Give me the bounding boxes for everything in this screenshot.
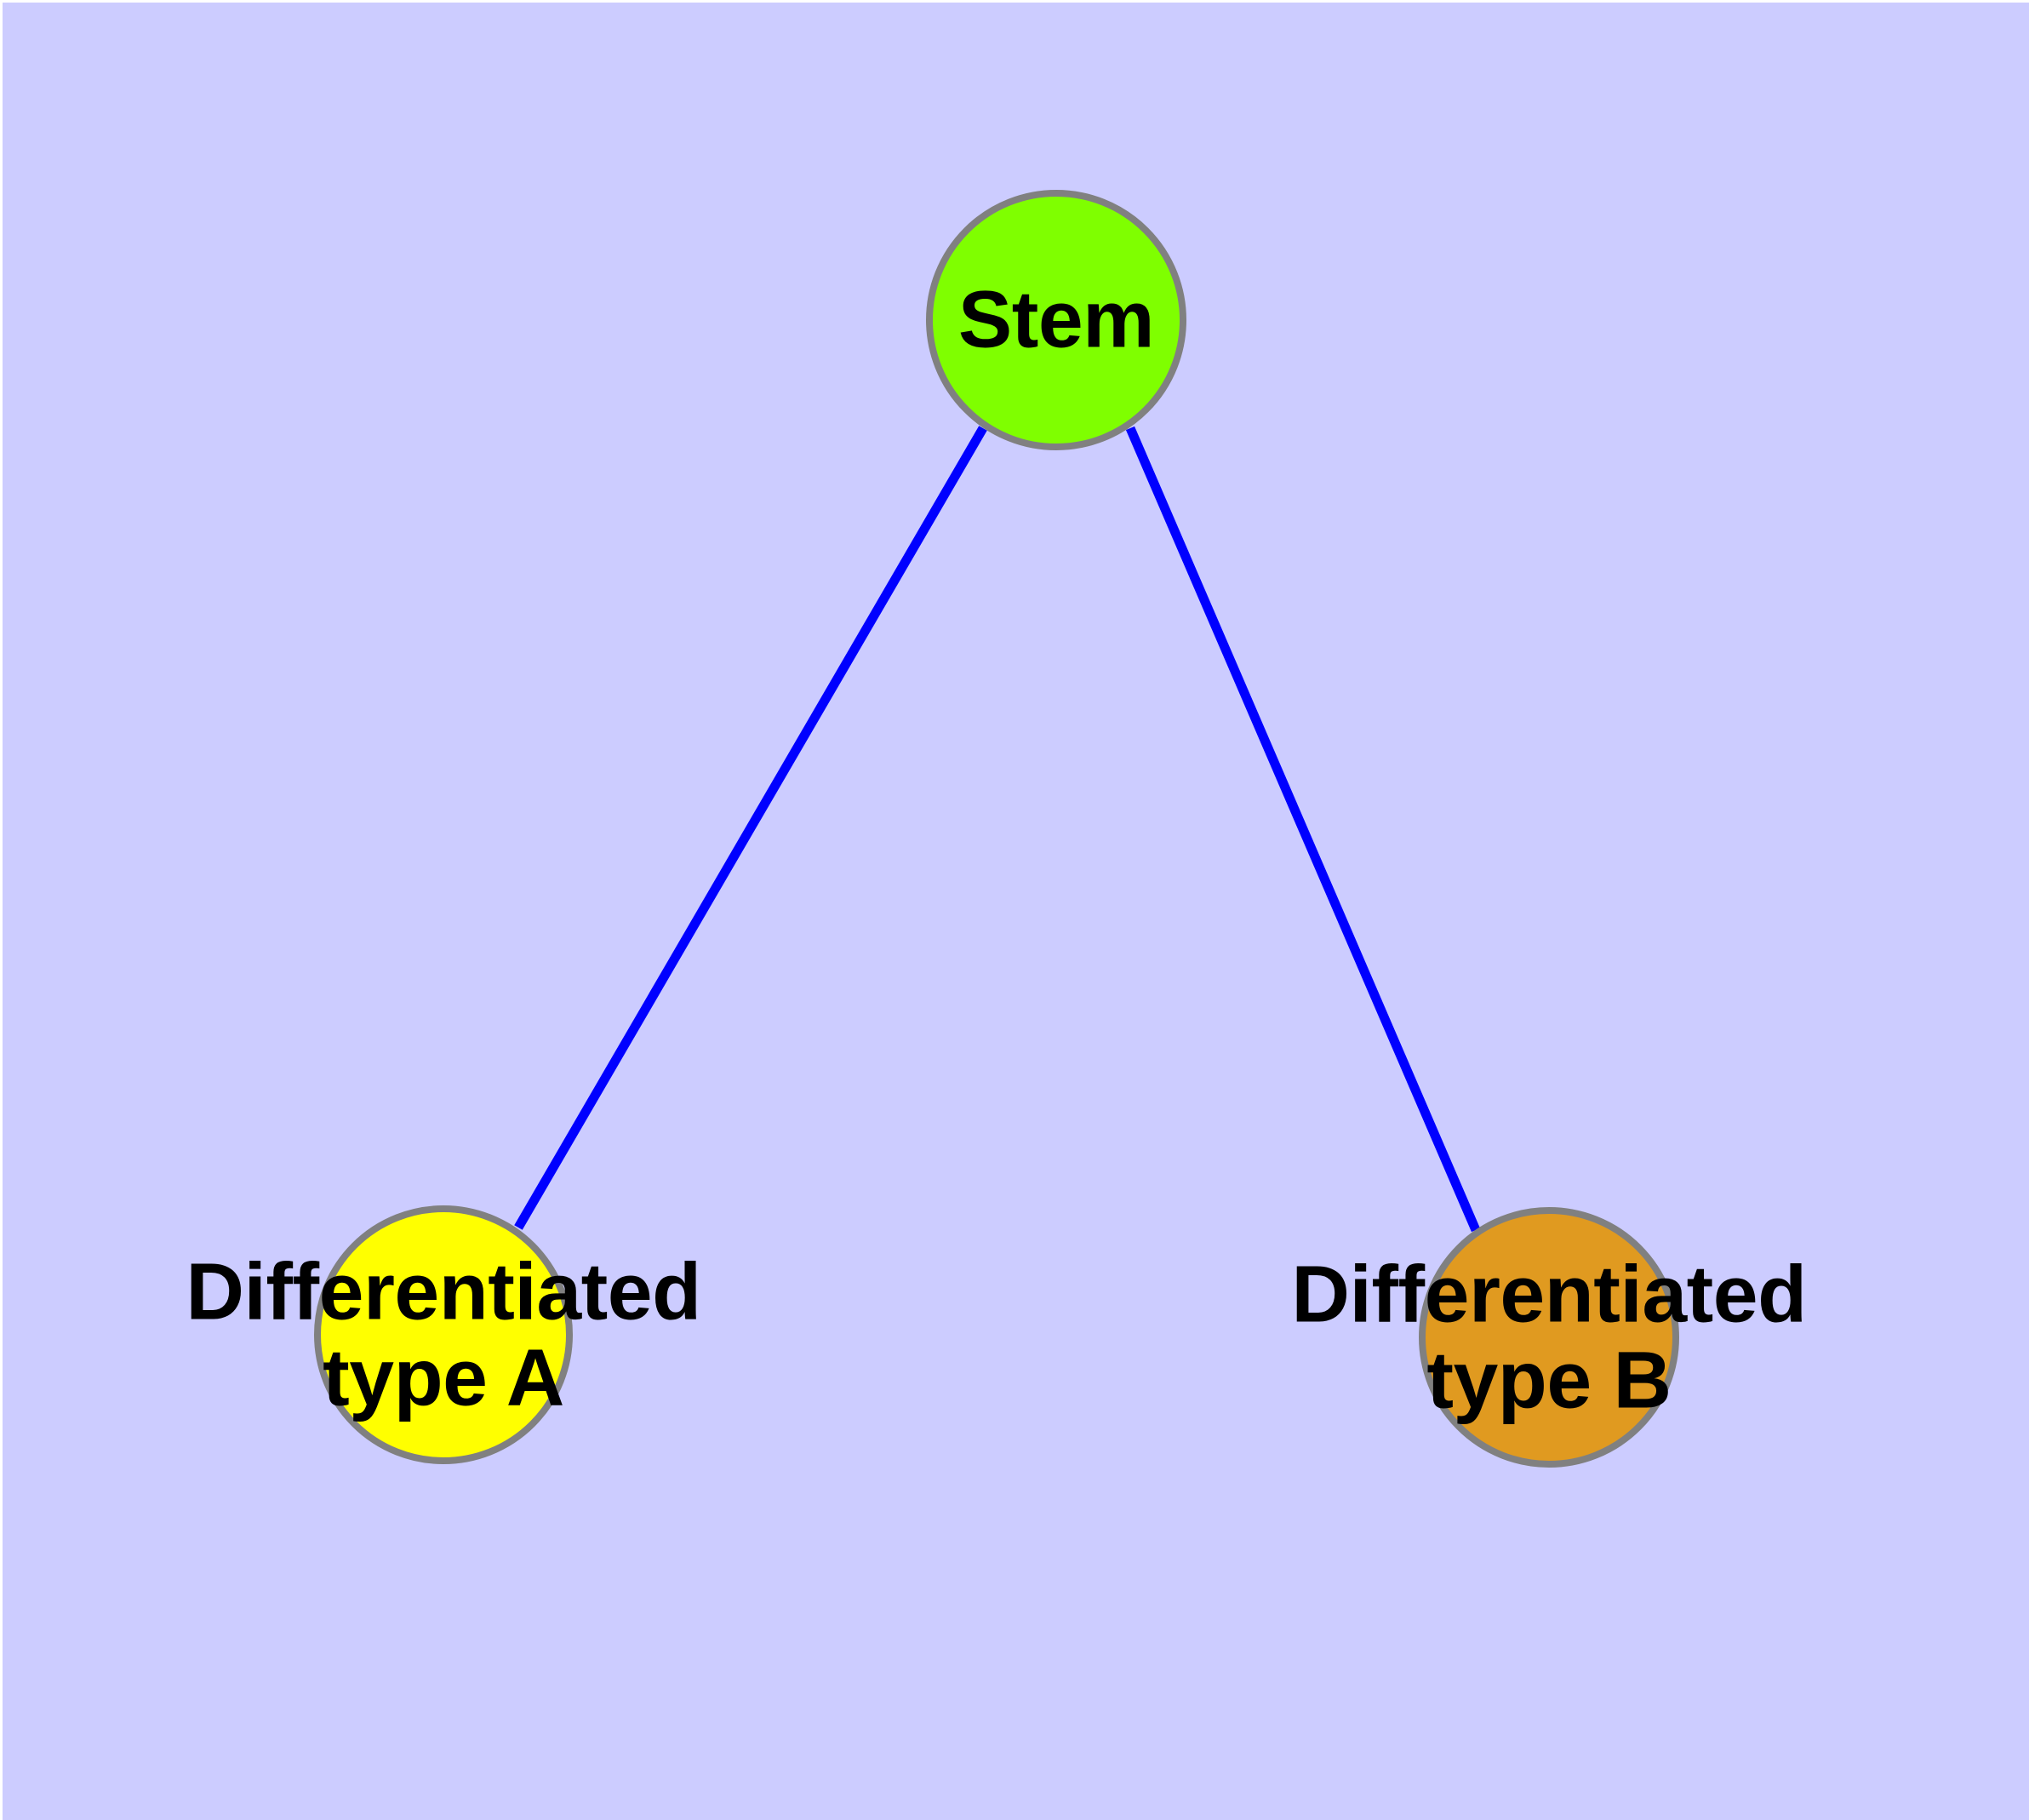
edge-stem-to-diff-a[interactable]: [514, 426, 987, 1230]
node-circle-diff-b[interactable]: [1419, 1207, 1679, 1468]
graph-svg: [314, 190, 1679, 1468]
node-circle-stem[interactable]: [926, 190, 1186, 450]
edge-layer: [514, 426, 1481, 1233]
edge-stem-to-diff-b[interactable]: [1125, 426, 1481, 1233]
node-layer: [314, 190, 1679, 1468]
node-circle-diff-a[interactable]: [314, 1205, 573, 1464]
